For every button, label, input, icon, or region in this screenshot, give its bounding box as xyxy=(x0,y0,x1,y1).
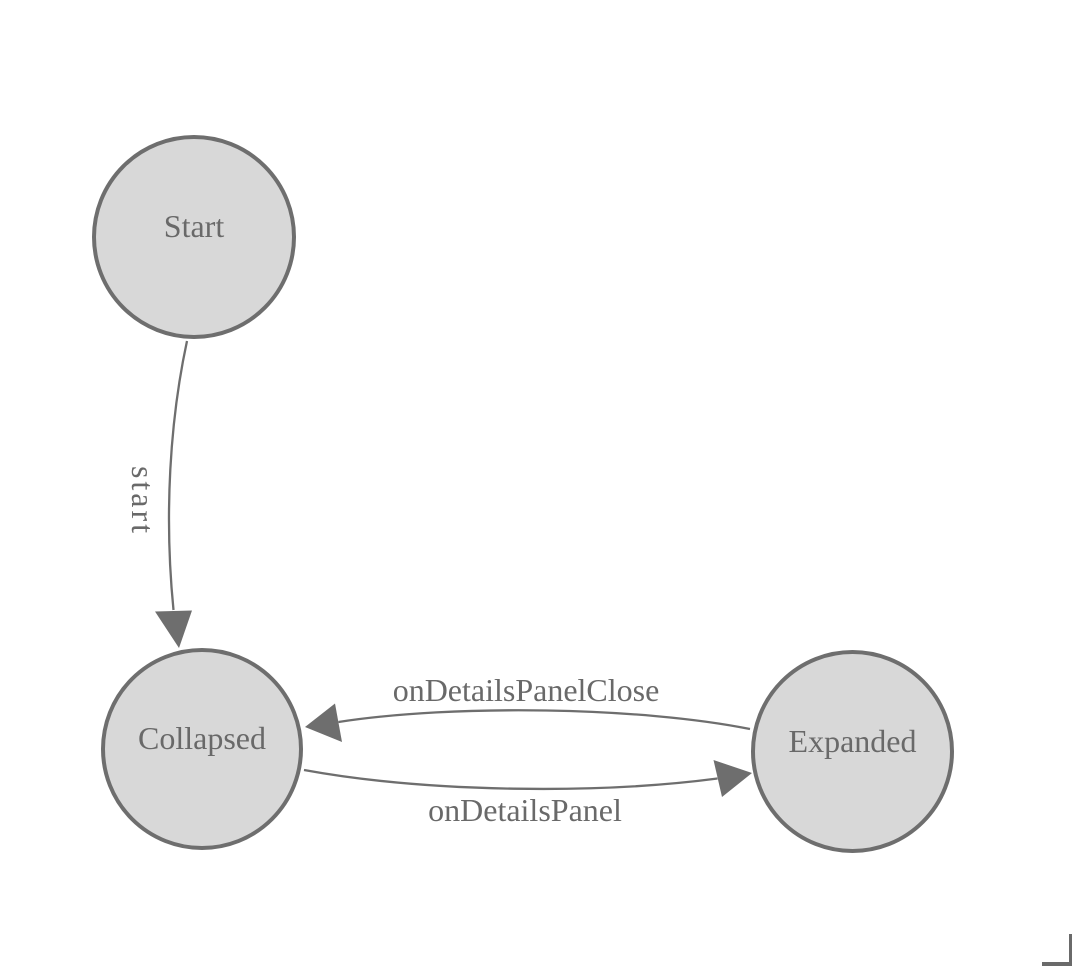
arrowhead-into-expanded-left-icon xyxy=(713,760,752,797)
transition-label-ondetailspanelclose: onDetailsPanelClose xyxy=(392,672,660,708)
transition-ondetailspanel-path xyxy=(303,768,718,791)
state-node-expanded-label: Expanded xyxy=(788,722,917,759)
arrowhead-into-collapsed-right-icon xyxy=(305,703,342,742)
state-node-start[interactable]: Start xyxy=(92,135,296,339)
arrowhead-into-collapsed-top-icon xyxy=(155,610,192,648)
state-node-collapsed[interactable]: Collapsed xyxy=(101,648,303,850)
transition-start-path xyxy=(167,340,189,611)
state-node-collapsed-label: Collapsed xyxy=(138,720,266,756)
state-node-start-label: Start xyxy=(163,208,225,244)
canvas-corner-mark xyxy=(1042,934,1072,966)
transition-label-start: start xyxy=(125,465,161,537)
transition-ondetailspanelclose-path xyxy=(338,709,751,731)
state-node-expanded[interactable]: Expanded xyxy=(751,650,954,853)
transition-label-ondetailspanel: onDetailsPanel xyxy=(428,792,622,828)
